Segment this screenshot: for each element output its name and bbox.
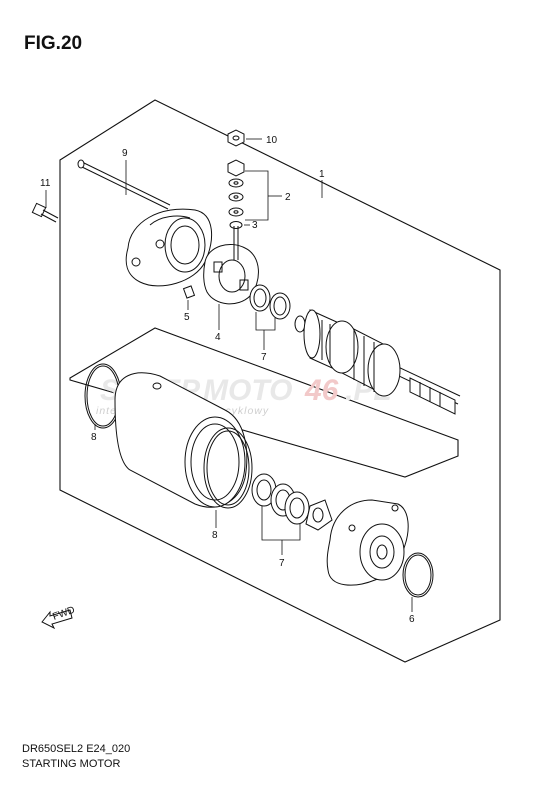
nut-10 — [227, 129, 245, 147]
leader-lines — [45, 138, 413, 612]
front-cover — [326, 499, 409, 586]
brush-5 — [182, 285, 196, 299]
assembly-frame — [59, 99, 501, 663]
callout-10: 10 — [266, 135, 278, 146]
svg-text:46: 46 — [304, 374, 339, 407]
callout-6: 6 — [409, 614, 415, 625]
figure-name: STARTING MOTOR — [22, 758, 121, 770]
callout-9: 9 — [122, 148, 128, 159]
armature-frame — [69, 327, 459, 478]
o-ring-6 — [402, 552, 434, 598]
callout-5: 5 — [184, 312, 190, 323]
figure-code: DR650SEL2 E24_020 — [22, 743, 131, 755]
o-ring-8-right — [203, 427, 253, 509]
armature — [294, 309, 461, 415]
callout-8-left: 8 — [91, 432, 97, 443]
motor-yoke — [114, 372, 248, 508]
fwd-arrow-icon — [41, 609, 73, 630]
washers-7-lower — [251, 473, 333, 531]
callout-4: 4 — [215, 332, 221, 343]
callout-1: 1 — [319, 169, 325, 180]
figure-title: FIG.20 — [24, 33, 83, 54]
through-bolt-9 — [77, 159, 171, 210]
washers-7-upper — [249, 284, 291, 320]
bolt-11 — [31, 202, 59, 223]
terminal-kit-2 — [227, 159, 245, 229]
callout-11: 11 — [40, 178, 51, 189]
callout-7-upper: 7 — [261, 352, 267, 363]
rear-cover — [125, 208, 213, 287]
callout-2: 2 — [285, 192, 291, 203]
callout-3: 3 — [252, 220, 258, 231]
callout-8-right: 8 — [212, 530, 218, 541]
callout-7-lower: 7 — [279, 558, 285, 569]
svg-text:MOTO: MOTO — [203, 374, 292, 407]
